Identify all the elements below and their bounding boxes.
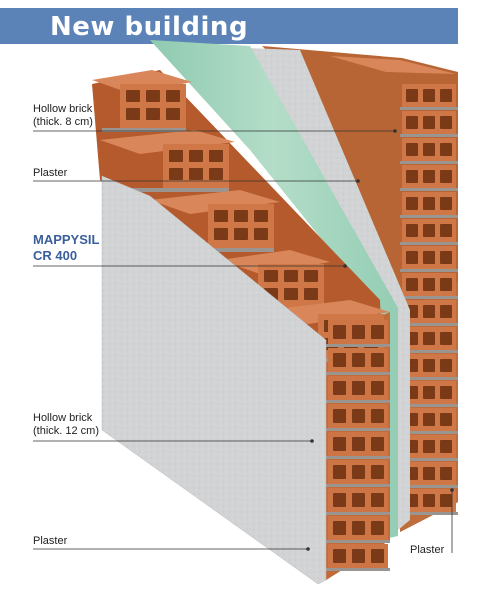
label-line: (thick. 8 cm) <box>33 116 93 128</box>
label-line: (thick. 12 cm) <box>33 425 100 437</box>
thin-brick-block <box>400 84 458 110</box>
label-plaster-bottom-right: Plaster <box>410 544 445 556</box>
label-line: Hollow brick <box>33 412 93 424</box>
thick-brick-block <box>326 516 390 543</box>
middle-plaster-layer <box>248 48 410 530</box>
thin-brick-block <box>400 273 458 299</box>
thin-brick-block <box>400 192 458 218</box>
label-hollow-brick-thick: Hollow brick (thick. 12 cm) <box>33 412 99 438</box>
thin-brick-block <box>400 489 458 515</box>
label-line: CR 400 <box>33 248 78 263</box>
thin-brick-block <box>400 246 458 272</box>
label-plaster-top: Plaster <box>33 167 68 179</box>
label-line: MAPPYSIL <box>33 232 100 247</box>
thin-brick-top <box>330 56 456 74</box>
header-bar: New building <box>0 8 458 44</box>
label-plaster-bottom-left: Plaster <box>33 535 68 547</box>
thin-brick-block <box>400 111 458 137</box>
thin-brick-rows <box>330 56 458 515</box>
thick-brick-block <box>326 348 390 375</box>
mappysil-membrane <box>150 40 398 540</box>
label-membrane: MAPPYSIL CR 400 <box>33 232 99 264</box>
thick-brick-block <box>326 320 390 347</box>
thick-brick-block <box>326 432 390 459</box>
thin-brick-block <box>400 165 458 191</box>
thick-brick-block <box>92 70 192 132</box>
thick-brick-wall <box>92 70 390 580</box>
thick-brick-block <box>150 190 280 252</box>
outer-plaster-layer <box>101 175 327 585</box>
thick-brick-rows <box>92 70 390 571</box>
thick-brick-block <box>326 404 390 431</box>
leader-lines <box>33 130 453 553</box>
thick-brick-block <box>326 376 390 403</box>
label-line: Hollow brick <box>33 103 93 115</box>
thick-brick-block <box>326 488 390 515</box>
thin-brick-block <box>400 138 458 164</box>
label-hollow-brick-thin: Hollow brick (thick. 8 cm) <box>33 103 93 129</box>
page-title: New building <box>50 12 249 42</box>
thick-brick-block <box>326 544 390 571</box>
thick-brick-wall-body <box>92 70 390 580</box>
leader-dots <box>306 129 454 551</box>
thin-brick-block <box>400 354 458 380</box>
thin-brick-block <box>400 381 458 407</box>
thin-brick-block <box>400 219 458 245</box>
thick-brick-block <box>326 460 390 487</box>
